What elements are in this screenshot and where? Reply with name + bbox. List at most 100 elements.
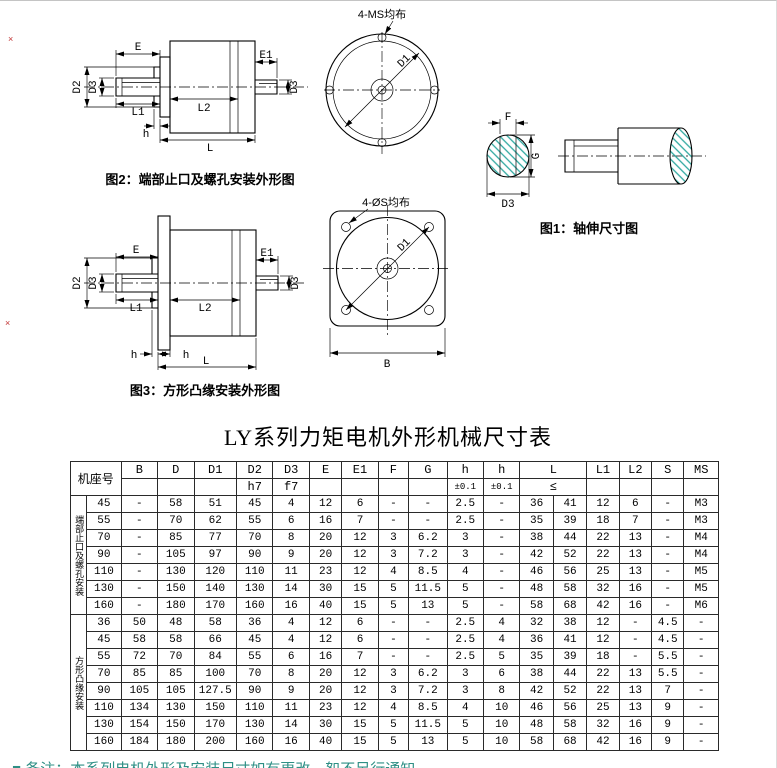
flange-outline [323,205,451,337]
dim-cell: - [651,597,685,615]
dimension-lines: E D2 D3 L1 L2 h L E1 D3 [72,42,301,155]
row-group-label: 端部止口及螺孔安装 [69,495,88,615]
dim-cell: 13 [408,733,448,751]
dim-cell: 58 [120,631,159,649]
frame-size-cell: 70 [86,529,122,547]
dim-cell: M5 [683,580,719,598]
dim-cell: 70 [236,665,274,683]
frame-size-cell: 36 [86,614,122,632]
dim-cell: 22 [586,682,620,700]
dim-cell: 70 [157,512,195,530]
dim-cell: - [683,614,719,632]
dim-cell: 62 [193,512,238,530]
dim-cell: 42 [586,733,620,751]
dim-cell: 10 [482,733,521,751]
dim-cell: 184 [120,733,159,751]
figure3-side-view: E E1 D2 D3 L1 L2 D3 h h [72,215,306,370]
dim-cell: - [651,495,685,513]
col-header: D3 [272,461,310,479]
dim-label-E: E [135,42,142,54]
dim-cell: 45 [236,631,274,649]
dim-cell: 4.5 [651,631,685,649]
dim-cell: 12 [308,631,343,649]
dim-cell: 4 [446,699,484,717]
dim-cell: 50 [120,614,159,632]
dim-cell: 13 [618,682,653,700]
dim-cell: 84 [193,648,238,666]
dim-cell: - [482,529,521,547]
dim-cell: 58 [519,733,554,751]
dim-cell: 6 [341,495,379,513]
dim-cell: 12 [341,699,379,717]
dim-cell: 22 [586,529,620,547]
dim-cell: M3 [683,512,719,530]
dim-cell: - [683,648,719,666]
col-header: f7 [272,478,310,496]
dim-cell: - [482,512,521,530]
dim-cell: - [651,546,685,564]
dim-cell: - [482,563,521,581]
dimension-lines: F G D3 [486,112,543,211]
dim-cell: - [120,495,159,513]
figure3-caption: 图3：方形凸缘安装外形图 [129,383,281,398]
dim-cell: - [482,580,521,598]
dim-cell: 12 [341,529,379,547]
dim-cell: 58 [552,716,588,734]
col-header: L2 [618,461,653,479]
bolt-hole [430,85,439,95]
dim-cell: 7 [341,648,379,666]
dim-cell: 77 [193,529,238,547]
dim-cell: 85 [157,665,195,683]
dim-cell: 18 [586,648,620,666]
dim-cell: 16 [618,580,653,598]
motor-outline [84,40,308,134]
dim-cell: 13 [618,665,653,683]
bolt-hole [377,33,387,42]
front-view-outline [324,32,440,154]
col-header: h7 [236,478,274,496]
dim-cell: 7 [651,682,685,700]
motor-outline [84,215,306,351]
dim-cell: 16 [618,597,653,615]
dim-cell: - [120,529,159,547]
dim-label-L2: L2 [198,303,211,315]
dim-cell: 4 [272,614,310,632]
dim-cell: 16 [308,648,343,666]
dim-cell: 12 [341,546,379,564]
dim-cell: 20 [308,546,343,564]
col-header: h [482,461,521,479]
dim-label-F: F [505,112,512,124]
dim-cell: 40 [308,597,343,615]
dim-cell: 154 [120,716,159,734]
figure1-caption: 图1：轴伸尺寸图 [539,221,639,236]
dim-cell: 11 [272,699,310,717]
dim-cell: 14 [272,580,310,598]
dim-label-B: B [384,359,391,371]
dim-cell: 9 [272,546,310,564]
col-header: L1 [586,461,620,479]
dim-cell: - [683,699,719,717]
dim-cell: - [683,733,719,751]
dim-cell: 6 [618,495,653,513]
dim-cell: - [683,716,719,734]
dim-cell: 4 [377,699,410,717]
dim-cell: 16 [618,733,653,751]
dim-cell: 8.5 [408,563,448,581]
dim-cell: 12 [341,563,379,581]
dim-cell: 3 [377,546,410,564]
dim-cell: 22 [586,665,620,683]
dim-cell: 6 [341,614,379,632]
dim-cell: - [120,597,159,615]
dim-cell: 40 [308,733,343,751]
dim-cell: - [120,546,159,564]
margin-mark: × [5,318,11,328]
dim-cell: 30 [308,716,343,734]
dim-cell: 20 [308,529,343,547]
dim-cell: 10 [482,699,521,717]
